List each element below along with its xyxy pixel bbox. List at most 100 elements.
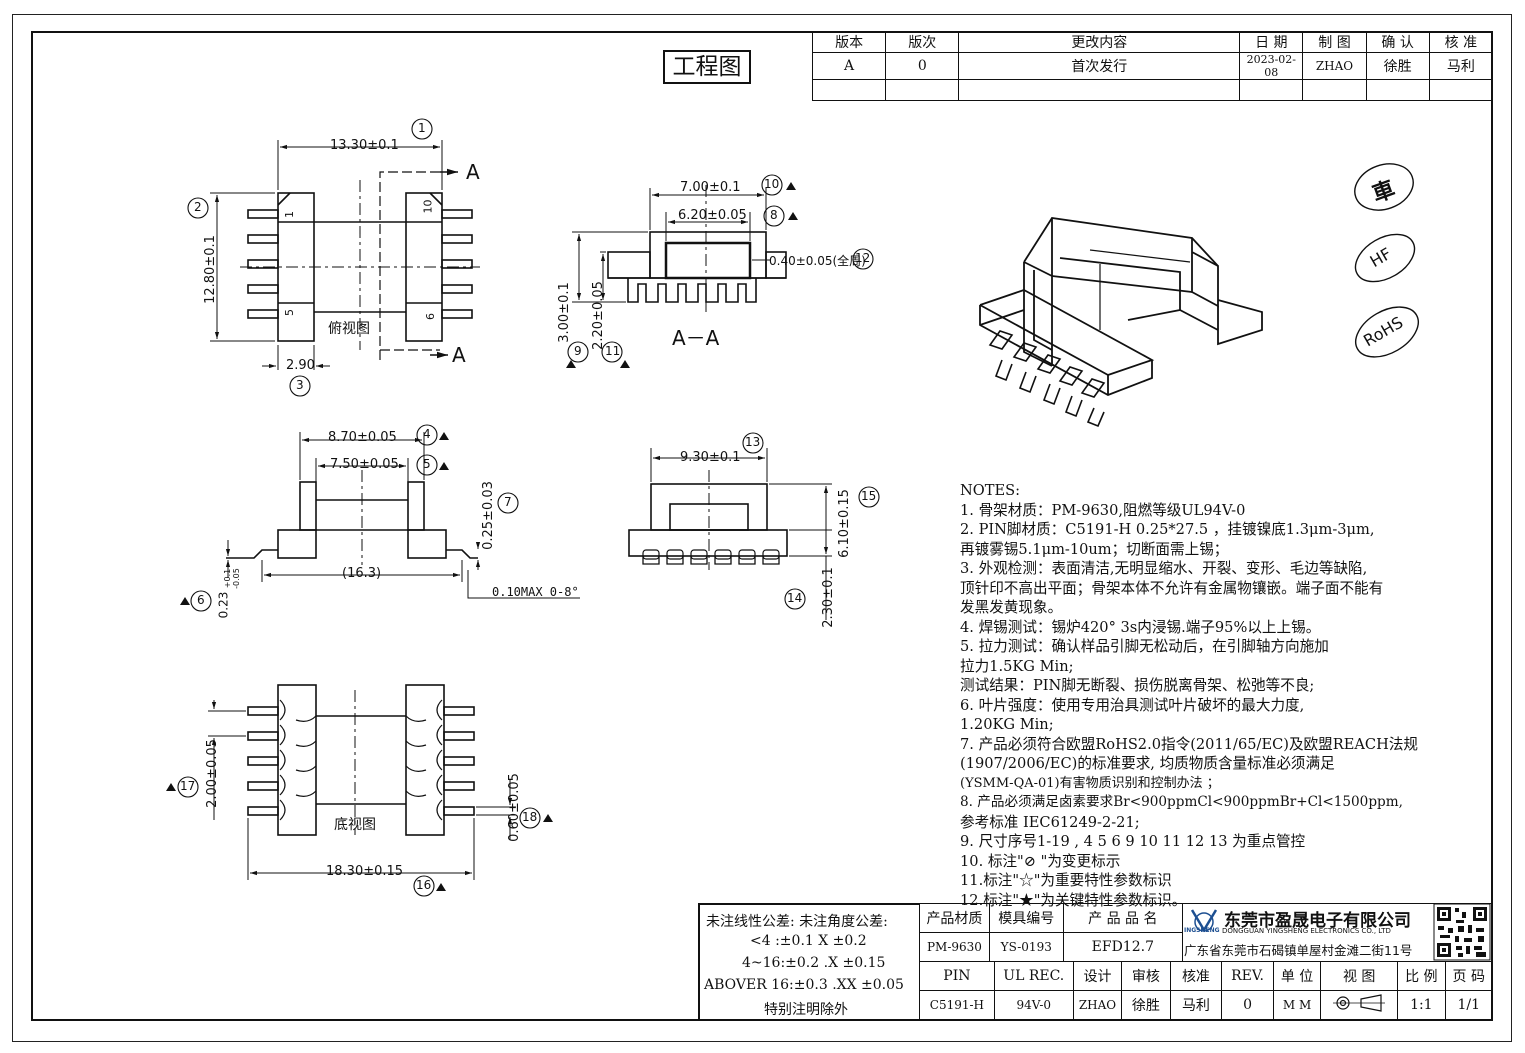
note-line: 1. 骨架材质：PM-9630,阻燃等级UL94V-0	[960, 501, 1246, 519]
tolerance-note: 特别注明除外	[764, 1002, 848, 1018]
balloon-3: 3	[296, 378, 304, 392]
note-line: 9. 尺寸序号1-19 , 4 5 6 9 10 11 12 13 为重点管控	[960, 833, 1306, 850]
dim-18-30: 18.30±0.15	[326, 864, 404, 879]
balloon-14: 14	[787, 591, 803, 605]
bottom-view-pins	[247, 706, 475, 816]
dim-0-60: 0.60±0.05	[506, 773, 522, 842]
company-block: 东莞市盈晟电子有限公司 INGSHENG DONGGUAN YINGSHENG …	[1182, 903, 1433, 961]
note-line: 测试结果：PIN脚无断裂、损伤脱离骨架、松弛等不良;	[960, 677, 1315, 694]
note-line: 顶针印不高出平面；骨架本体不允许有金属物镶嵌。端子面不能有	[960, 579, 1384, 597]
balloons	[177, 118, 880, 897]
title-block: 产品材质 模具编号 产 品 品 名 PM-9630 YS-0193 EFD12.…	[919, 903, 1184, 962]
bottom-view-label: 底视图	[334, 817, 376, 833]
note-line: 10. 标注"⊘ "为变更标示	[960, 852, 1121, 870]
dim-7-00: 7.00±0.1	[680, 180, 741, 195]
balloon-18: 18	[522, 810, 538, 824]
pin-number-1: 1	[283, 211, 296, 218]
balloon-1: 1	[418, 121, 426, 135]
pin-number-10: 10	[421, 199, 435, 214]
top-view-label: 俯视图	[328, 321, 370, 337]
section-marker-bottom: A	[452, 343, 466, 367]
revision-row-empty	[811, 79, 1494, 101]
balloon-8: 8	[770, 208, 778, 222]
balloon-5: 5	[423, 457, 431, 471]
company-logo-mark	[1190, 909, 1218, 933]
company-name: 东莞市盈晟电子有限公司	[1224, 911, 1411, 931]
isometric-view	[979, 217, 1263, 428]
balloon-9: 9	[574, 344, 582, 358]
dim-flatness: 0.10MAX 0-8°	[492, 585, 579, 599]
side-view	[628, 448, 832, 620]
tolerance-heading: 未注线性公差: 未注角度公差:	[706, 914, 888, 930]
company-english-name: DONGGUAN YINGSHENG ELECTRONICS CO., LTD	[1222, 927, 1391, 935]
balloon-6: 6	[197, 593, 205, 607]
pin-number-6: 6	[424, 313, 437, 320]
balloon-10: 10	[764, 177, 780, 191]
outer-frame	[12, 14, 1512, 1042]
dim-9-30: 9.30±0.1	[680, 450, 741, 465]
balloon-15: 15	[861, 489, 877, 503]
company-address: 广东省东莞市石碣镇单屋村金滩二街11号	[1184, 943, 1413, 958]
balloon-12: 12	[855, 251, 871, 265]
dim-2-00: 2.00±0.05	[204, 739, 220, 808]
notes-heading: NOTES:	[960, 482, 1021, 499]
balloon-2: 2	[194, 200, 202, 214]
dim-8-70: 8.70±0.05	[328, 430, 397, 445]
balloon-4: 4	[423, 427, 431, 441]
balloon-17: 17	[180, 779, 196, 793]
stamp-rohs	[1355, 306, 1419, 358]
note-line: 2. PIN脚材质：C5191-H 0.25*27.5 ，挂镀镍底1.3μm-3…	[960, 521, 1375, 538]
bottom-view	[208, 684, 516, 880]
tolerance-line: <4 :±0.1 X ±0.2	[750, 933, 867, 949]
note-line: 再镀雾锡5.1μm-10um；切断面需上锡；	[960, 540, 1229, 558]
title-block-bottom: PIN UL REC. 设计 审核 核准 REV. 单 位 视 图 比 例 页 …	[919, 961, 1494, 1020]
key-triangles	[166, 182, 798, 891]
balloon-7: 7	[504, 495, 512, 509]
section-view	[572, 185, 787, 312]
revision-row: A 0 首次发行 2023-02-08 ZHAO 徐胜 马利	[811, 52, 1494, 80]
dim-6-10: 6.10±0.15	[836, 489, 852, 558]
section-marker-top: A	[466, 160, 480, 184]
dim-2-20: 2.20±0.05	[590, 281, 606, 350]
tolerance-line: 4~16:±0.2 .X ±0.15	[742, 955, 886, 971]
note-line: 1.20KG Min;	[960, 716, 1054, 733]
dim-13-30: 13.30±0.1	[330, 138, 399, 153]
balloon-13: 13	[745, 435, 761, 449]
company-block-border	[1182, 903, 1493, 961]
note-line: 参考标准 IEC61249-2-21;	[960, 813, 1140, 831]
note-line: 6. 叶片强度：使用专用治具测试叶片破坏的最大力度,	[960, 696, 1305, 714]
note-line: 发黑发黄现象。	[960, 599, 1063, 616]
note-line: 3. 外观检测：表面清洁,无明显缩水、开裂、变形、毛边等缺陷,	[960, 560, 1368, 577]
tolerance-block: 未注线性公差: 未注角度公差: <4 :±0.1 X ±0.2 4~16:±0.…	[698, 903, 919, 1020]
drawing-border	[31, 31, 1493, 1021]
dim-0-23-lower: -0.05	[231, 568, 241, 589]
front-view	[225, 432, 580, 599]
section-label: A－A	[672, 326, 720, 350]
note-line: 4. 焊锡测试：锡炉420° 3s内浸锡.端子95%以上上锡。	[960, 618, 1321, 636]
dim-2-90: 2.90	[286, 358, 315, 373]
balloon-11: 11	[605, 344, 621, 358]
top-view	[210, 140, 480, 370]
stamp-car	[1354, 163, 1414, 211]
dim-6-20: 6.20±0.05	[678, 208, 747, 223]
note-line: 7. 产品必须符合欧盟RoHS2.0指令(2011/65/EC)及欧盟REACH…	[960, 735, 1419, 753]
note-line: 拉力1.5KG Min;	[960, 657, 1074, 675]
note-line: 11.标注"☆"为重要特性参数标识	[960, 872, 1172, 889]
dim-16-3: (16.3)	[342, 566, 382, 581]
dim-2-30: 2.30±0.1	[820, 567, 836, 628]
company-logo-text: INGSHENG	[1184, 927, 1220, 934]
dim-12-80: 12.80±0.1	[202, 235, 218, 304]
qr-code	[1433, 903, 1491, 961]
drawing-title: 工程图	[663, 50, 751, 84]
note-line: 5. 拉力测试：确认样品引脚无松动后，在引脚轴方向施加	[960, 638, 1329, 655]
notes-section: NOTES: 1. 骨架材质：PM-9630,阻燃等级UL94V-0 2. PI…	[960, 481, 1495, 910]
dim-0-23: 0.23	[216, 591, 231, 619]
note-line: 8. 产品必须满足卤素要求Br<900ppmCl<900ppmBr+Cl<150…	[960, 794, 1403, 810]
pin-number-5: 5	[283, 309, 296, 316]
balloon-16: 16	[416, 878, 432, 892]
dim-0-25: 0.25±0.03	[480, 481, 496, 550]
tolerance-line: ABOVER 16:±0.3 .XX ±0.05	[704, 977, 904, 993]
stamp-hf	[1354, 233, 1416, 283]
dim-0-40: 0.40±0.05(全周)	[769, 254, 866, 268]
